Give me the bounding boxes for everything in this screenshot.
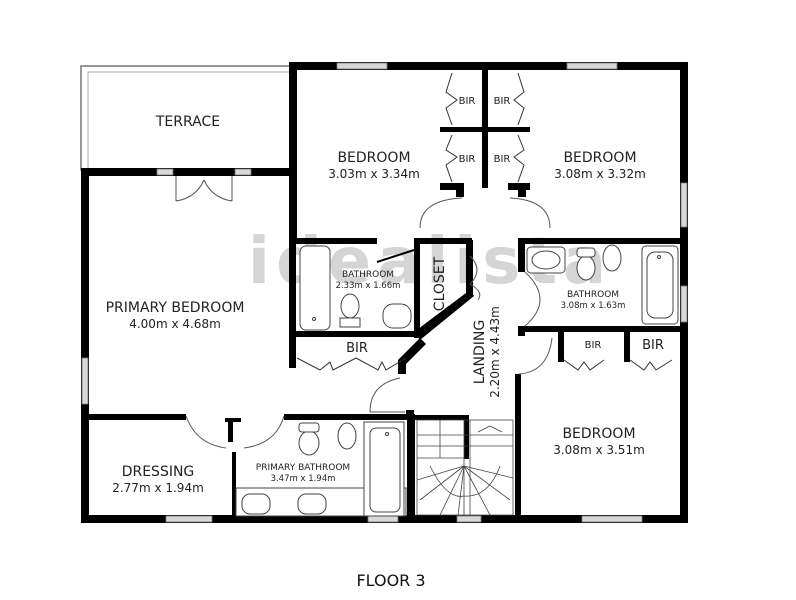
windows (81, 62, 688, 523)
bir-doors (296, 72, 673, 371)
door-swings (175, 176, 553, 449)
bir-label: BIR (494, 96, 511, 107)
dressing-label: DRESSING (122, 464, 195, 480)
landing-label: LANDING (472, 320, 488, 384)
bedroom-2-size: 3.08m x 3.32m (554, 167, 646, 181)
interior-walls (81, 62, 688, 522)
bir-label: BIR (459, 96, 476, 107)
bathroom-1-label: BATHROOM (342, 270, 394, 280)
fixtures (235, 244, 679, 517)
bedroom-3-size: 3.08m x 3.51m (553, 443, 645, 457)
bathroom-2-size: 3.08m x 1.63m (561, 301, 626, 311)
bedroom-1-size: 3.03m x 3.34m (328, 167, 420, 181)
bir-label: BIR (642, 338, 664, 353)
primary-bedroom-size: 4.00m x 4.68m (129, 317, 221, 331)
bir-label: BIR (494, 154, 511, 165)
bedroom-2-label: BEDROOM (563, 150, 636, 166)
primary-bathroom-label: PRIMARY BATHROOM (256, 463, 350, 473)
floor-label: FLOOR 3 (356, 571, 425, 590)
primary-bathroom-size: 3.47m x 1.94m (271, 474, 336, 484)
bathroom-2-label: BATHROOM (567, 290, 619, 300)
landing-size: 2.20m x 4.43m (488, 306, 502, 398)
terrace-label: TERRACE (155, 114, 220, 130)
bir-label: BIR (459, 154, 476, 165)
primary-bir-label: BIR (346, 341, 368, 356)
bathroom-1-size: 2.33m x 1.66m (336, 281, 401, 291)
staircase (416, 419, 514, 516)
primary-bedroom-label: PRIMARY BEDROOM (106, 300, 245, 316)
bir-label: BIR (585, 340, 602, 351)
bedroom-1-label: BEDROOM (337, 150, 410, 166)
bedroom-3-label: BEDROOM (562, 426, 635, 442)
dressing-size: 2.77m x 1.94m (112, 481, 204, 495)
closet-label: CLOSET (432, 256, 448, 311)
